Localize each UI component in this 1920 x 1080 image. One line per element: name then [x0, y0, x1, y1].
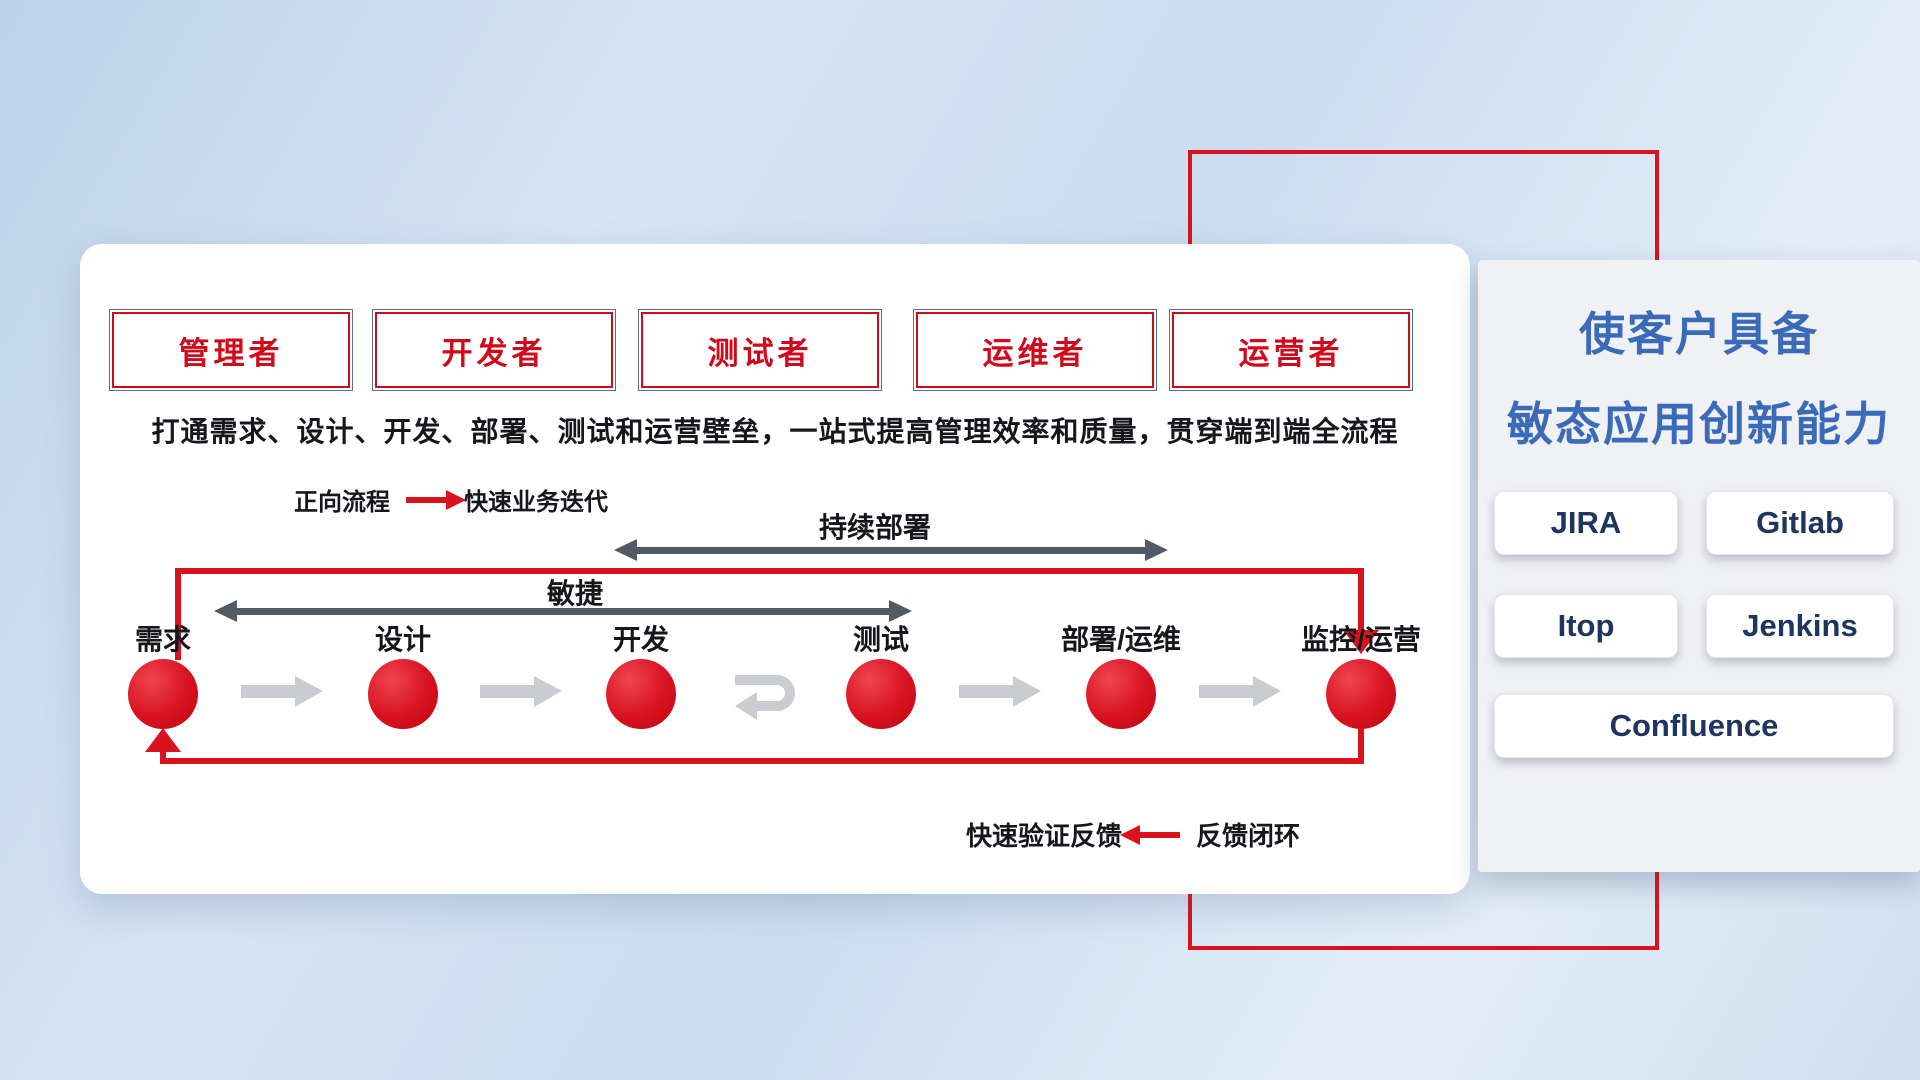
continuous-deploy-label: 持续部署: [818, 512, 931, 543]
role-label: 管理者: [178, 335, 284, 371]
stage-label-design: 设计: [374, 624, 431, 655]
tool-button-confluence: Confluence: [1494, 694, 1894, 758]
capability-panel: 使客户具备 敏态应用创新能力 JIRA Gitlab Itop Jenkins …: [1478, 260, 1920, 872]
stage-label-test: 测试: [852, 624, 909, 655]
forward-loop-arrowhead-icon: [1343, 630, 1379, 654]
role-label: 运维者: [982, 335, 1088, 371]
feedback-desc: 反馈闭环: [1196, 821, 1301, 851]
stage-label-monitor-op: 监控/运营: [1301, 624, 1421, 655]
tool-button-itop: Itop: [1494, 594, 1678, 658]
forward-arrow-icon: [406, 489, 466, 510]
role-label: 测试者: [707, 335, 813, 371]
tool-label: Itop: [1557, 608, 1615, 643]
feedback-legend: 快速验证反馈 反馈闭环: [966, 816, 1300, 853]
flow-arrow-icon: [1199, 676, 1281, 707]
flow-arrow-icon: [480, 676, 562, 707]
role-label: 开发者: [441, 335, 547, 371]
stage-label-develop: 开发: [612, 624, 669, 655]
flow-arrow-icon: [959, 676, 1041, 707]
feedback-loop-line-left: [160, 748, 166, 760]
tool-button-jenkins: Jenkins: [1706, 594, 1894, 658]
role-box-manager: 管理者: [109, 309, 353, 391]
devops-flow-panel: 管理者 开发者 测试者 运维者 运营者 打通需求、设计、开发、部署、测试和运营壁…: [80, 244, 1470, 894]
role-box-tester: 测试者: [638, 309, 882, 391]
stage-node: [606, 659, 676, 729]
capability-title-line2: 敏态应用创新能力: [1507, 398, 1891, 450]
feedback-loop-line-right: [1358, 728, 1364, 760]
stage-label-requirement: 需求: [134, 624, 191, 655]
forward-loop-line-right: [1358, 568, 1364, 632]
tool-button-gitlab: Gitlab: [1706, 491, 1894, 555]
forward-loop-line-left: [175, 568, 181, 660]
feedback-label: 快速验证反馈: [966, 821, 1123, 851]
capability-title-line1: 使客户具备: [1579, 308, 1819, 360]
feedback-loop-arrowhead-icon: [145, 728, 181, 752]
tool-button-jira: JIRA: [1494, 491, 1678, 555]
role-box-operator: 运营者: [1169, 309, 1413, 391]
continuous-deploy-arrow-icon: [614, 539, 1168, 561]
role-box-ops: 运维者: [913, 309, 1157, 391]
forward-loop-line-top: [175, 568, 1364, 574]
forward-flow-label: 正向流程: [294, 489, 390, 516]
stage-label-deploy-ops: 部署/运维: [1061, 624, 1181, 655]
stage-node: [128, 659, 198, 729]
stage-node: [1326, 659, 1396, 729]
role-label: 运营者: [1238, 335, 1344, 371]
iteration-loop-icon: [735, 675, 795, 720]
stage-node: [846, 659, 916, 729]
flow-arrow-icon: [241, 676, 323, 707]
stage-node: [368, 659, 438, 729]
forward-flow-desc: 快速业务迭代: [464, 489, 608, 516]
tool-label: Gitlab: [1756, 505, 1844, 540]
subtitle-text: 打通需求、设计、开发、部署、测试和运营壁垒，一站式提高管理效率和质量，贯穿端到端…: [151, 416, 1399, 447]
feedback-loop-line-bottom: [160, 758, 1364, 764]
tool-label: Confluence: [1609, 708, 1779, 743]
feedback-arrow-icon: [1120, 824, 1181, 845]
role-box-developer: 开发者: [372, 309, 616, 391]
tool-label: JIRA: [1550, 505, 1622, 540]
agile-label: 敏捷: [546, 578, 603, 609]
stage-node: [1086, 659, 1156, 729]
forward-flow-legend: 正向流程 快速业务迭代: [294, 482, 608, 517]
tool-label: Jenkins: [1742, 608, 1858, 643]
agile-arrow-icon: [214, 600, 912, 622]
